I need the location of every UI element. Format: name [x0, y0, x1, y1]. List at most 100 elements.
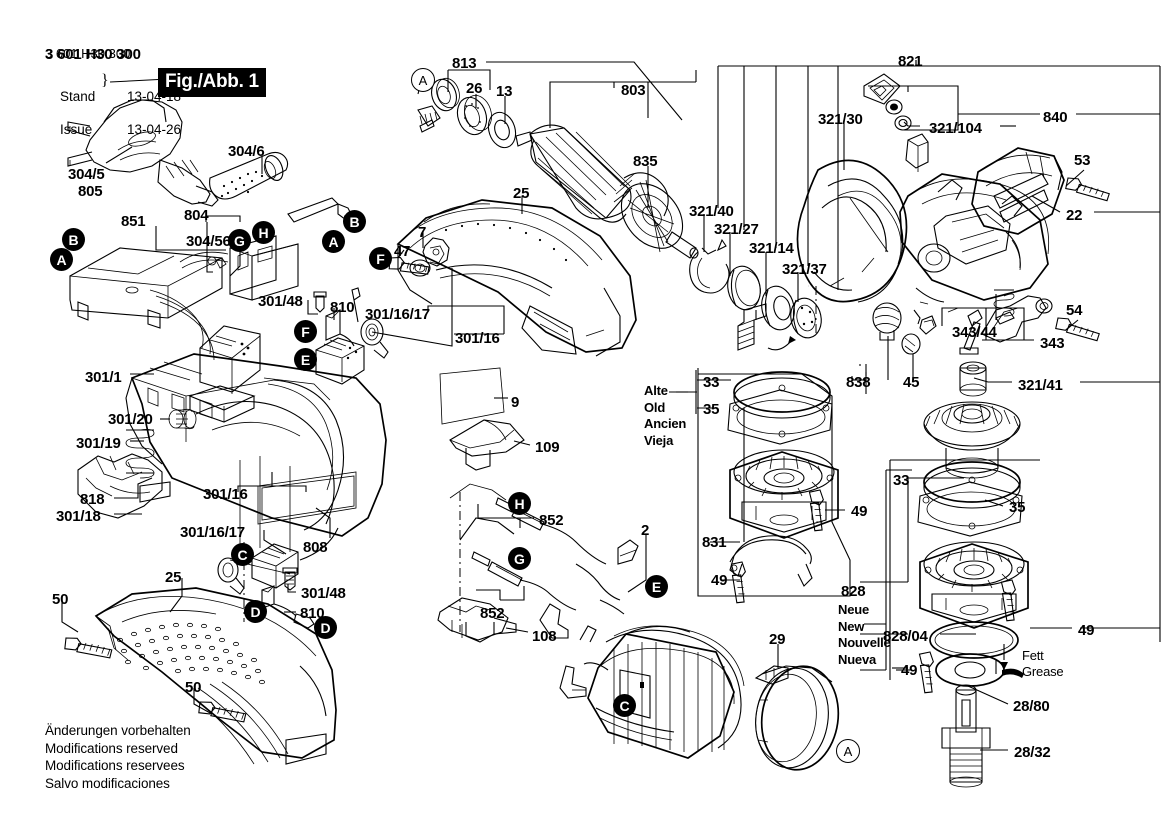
part-callout-301-18: 301/18: [56, 508, 101, 525]
part-49-new-screw-b: [918, 651, 934, 694]
part-831-clip: [729, 535, 813, 587]
part-callout-13: 13: [496, 83, 513, 100]
part-49-old-screw-a: [808, 489, 824, 532]
old-es: Vieja: [644, 432, 674, 448]
connection-marker-g: G: [228, 229, 251, 252]
part-callout-35: 35: [703, 401, 720, 418]
footer-note-en: Modifications reserved: [45, 740, 178, 756]
part-108-bracket: [437, 597, 517, 643]
part-callout-26: 26: [466, 80, 483, 97]
part-53-screw: [1065, 177, 1110, 202]
part-301-20-spring: [168, 408, 197, 430]
group-new-variant-label: Neue New Nouvelle Nueva: [838, 602, 891, 669]
part-callout-301-1: 301/1: [85, 369, 122, 386]
part-callout-25: 25: [165, 569, 182, 586]
part-callout-3 601 H30 300: 3 601 H30 300: [45, 46, 141, 63]
part-callout-852: 852: [539, 512, 564, 529]
part-301-16-bottom: [217, 543, 315, 629]
part-bushing-insert: [737, 303, 796, 351]
part-callout-321-30: 321/30: [818, 111, 863, 128]
footer-note-es: Salvo modificaciones: [45, 775, 170, 791]
connection-marker-c: C: [613, 694, 636, 717]
connection-marker-e: E: [645, 575, 668, 598]
part-callout-818: 818: [80, 491, 105, 508]
part-callout-840: 840: [1043, 109, 1068, 126]
old-en: Old: [644, 399, 666, 415]
part-callout-813: 813: [452, 55, 477, 72]
connection-marker-g: G: [508, 547, 531, 570]
part-callout-53: 53: [1074, 152, 1091, 169]
connection-marker-outline-a: A: [411, 68, 435, 92]
part-9-label: [439, 367, 505, 425]
part-callout-108: 108: [532, 628, 557, 645]
part-callout-49: 49: [901, 662, 918, 679]
connection-marker-e: E: [294, 348, 317, 371]
part-810-brush-top: [313, 287, 389, 385]
part-callout-321-40: 321/40: [689, 203, 734, 220]
part-callout-828: 828: [841, 583, 866, 600]
part-armature-803: [417, 77, 699, 259]
part-callout-805: 805: [78, 183, 103, 200]
part-callout-803: 803: [621, 82, 646, 99]
part-321-30-cover: [796, 159, 908, 303]
group-boundaries: [676, 364, 1040, 680]
part-828-gearbox-new: [919, 541, 1029, 629]
part-callout-50: 50: [52, 591, 69, 608]
part-callout-301-48: 301/48: [258, 293, 303, 310]
connection-marker-f: F: [369, 247, 392, 270]
grease-en: Grease: [1022, 664, 1064, 680]
grease-label: Fett Grease: [1022, 648, 1064, 681]
part-343-lever: [959, 289, 1053, 355]
part-callout-29: 29: [769, 631, 786, 648]
new-es: Nueva: [838, 651, 877, 667]
part-callout-321-41: 321/41: [1018, 377, 1063, 394]
part-821-group: [863, 73, 929, 172]
brace-symbol: }: [101, 72, 109, 89]
part-callout-7: 7: [418, 224, 427, 241]
part-callout-54: 54: [1066, 302, 1083, 319]
part-callout-852: 852: [480, 605, 505, 622]
footer-notes: Änderungen vorbehalten Modifications res…: [45, 722, 191, 792]
connection-marker-f: F: [294, 320, 317, 343]
leader-lines: [61, 60, 1161, 751]
connection-marker-outline-a: A: [836, 739, 860, 763]
part-callout-808: 808: [303, 539, 328, 556]
part-callout-28-80: 28/80: [1013, 698, 1050, 715]
part-callout-49: 49: [1078, 622, 1095, 639]
connection-marker-h: H: [252, 221, 275, 244]
part-callout-831: 831: [702, 534, 727, 551]
part-bevel-gear: [923, 401, 1021, 479]
part-35-new-gasket: [917, 476, 1023, 537]
part-25-gear-housing: [396, 199, 637, 357]
part-callout-28-32: 28/32: [1014, 744, 1051, 761]
group-old-variant-label: Alte Old Ancien Vieja: [644, 383, 686, 450]
part-callout-22: 22: [1066, 207, 1083, 224]
part-callout-304-5: 304/5: [68, 166, 105, 183]
part-54-screw: [1055, 317, 1100, 342]
part-49-old-screw-b: [730, 561, 746, 604]
part-2-stator: [559, 625, 745, 759]
connection-marker-a: A: [50, 248, 73, 271]
part-50-screws: [64, 637, 247, 723]
part-7-clamp: [422, 237, 450, 267]
connection-marker-h: H: [508, 492, 531, 515]
part-callout-828-04: 828/04: [883, 628, 928, 645]
part-callout-33: 33: [703, 374, 720, 391]
part-callout-321-27: 321/27: [714, 221, 759, 238]
footer-note-fr: Modifications reservees: [45, 758, 185, 774]
part-callout-301-48: 301/48: [301, 585, 346, 602]
part-callout-45: 45: [903, 374, 920, 391]
part-808-label: [257, 471, 357, 525]
part-callout-33: 33: [893, 472, 910, 489]
part-45-bushing: [901, 315, 937, 355]
part-callout-50: 50: [185, 679, 202, 696]
part-304-6-sleeve: [209, 151, 289, 200]
old-de: Alte: [644, 383, 668, 398]
figure-label: Fig./Abb. 1: [158, 68, 266, 97]
part-321-37-bearing: [790, 297, 822, 339]
stand-label: Stand: [60, 89, 96, 105]
part-callout-835: 835: [633, 153, 658, 170]
part-49-new-screw-a: [1000, 579, 1016, 622]
part-callout-304-6: 304/6: [228, 143, 265, 160]
